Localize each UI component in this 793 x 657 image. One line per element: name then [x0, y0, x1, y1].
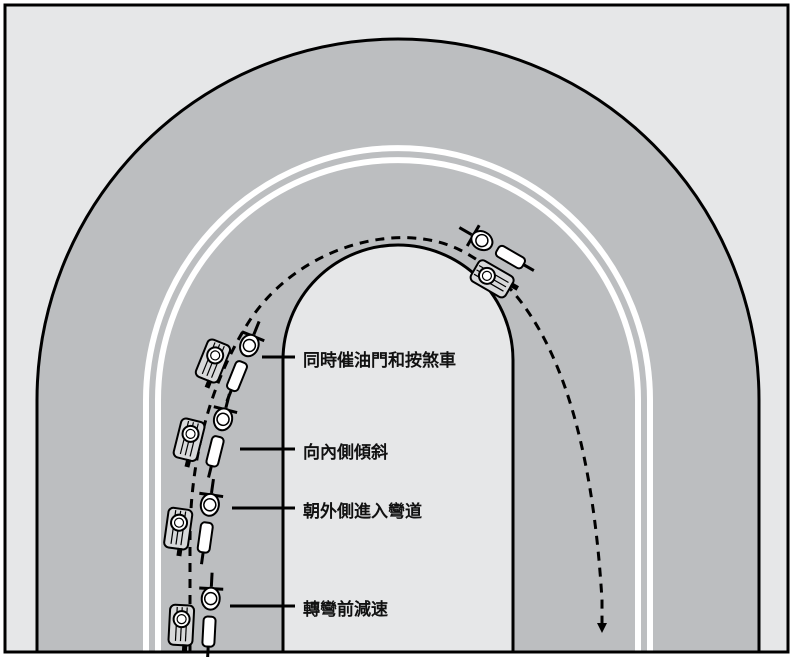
frame-border [3, 3, 790, 654]
step-label-slow-down: 轉彎前減速 [303, 600, 388, 620]
step-label-throttle-brake: 同時催油門和按煞車 [303, 351, 456, 371]
step-label-lean-in: 向內側傾斜 [303, 443, 388, 463]
step-label-enter-wide: 朝外側進入彎道 [303, 502, 422, 522]
lane-line-gap [149, 151, 647, 652]
infield [281, 243, 515, 654]
